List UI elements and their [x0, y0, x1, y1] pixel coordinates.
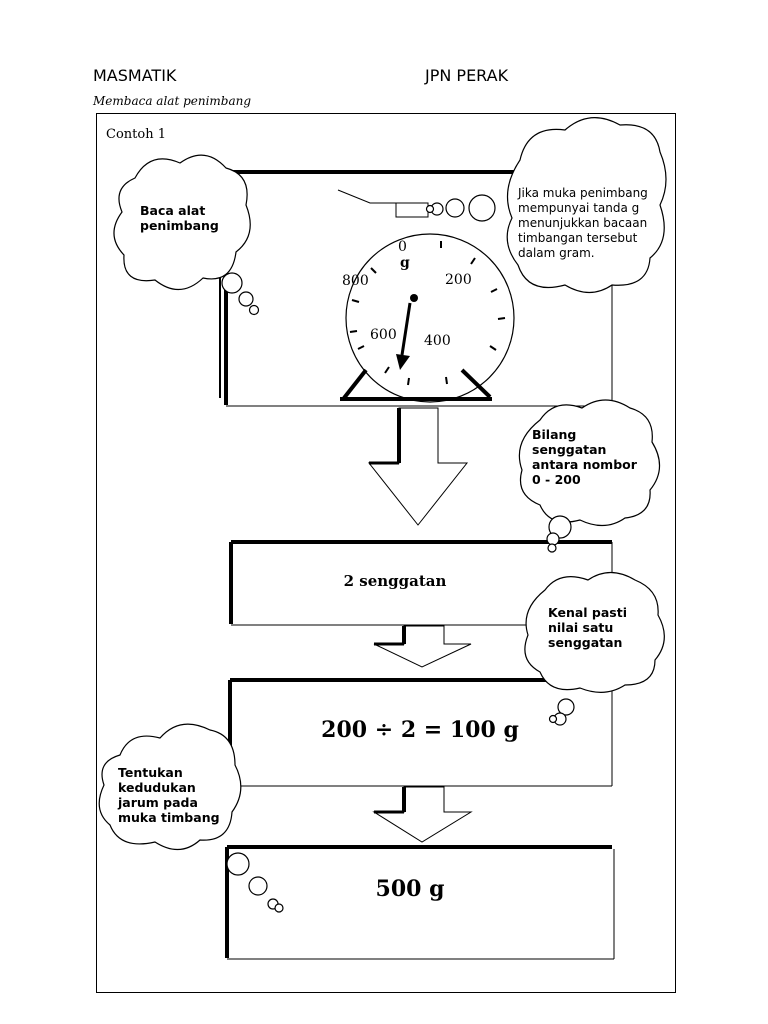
dial-zero: 0	[398, 239, 407, 255]
thought-bubble-count-marks	[518, 399, 661, 553]
bubble-count-marks-text: Bilang senggatan antara nombor 0 - 200	[532, 427, 637, 487]
scale-pan	[337, 189, 429, 218]
header-left: MASMATIK	[93, 66, 177, 85]
thought-bubble-determine-value	[524, 571, 665, 726]
scale-base	[340, 368, 492, 401]
dial-pointer-tip	[396, 354, 410, 370]
subtitle: Membaca alat penimbang	[93, 94, 252, 108]
bubble-unit-note-text: Jika muka penimbang mempunyai tanda g me…	[518, 186, 648, 260]
arrow-down-1	[367, 407, 469, 526]
dial-label-800: 800	[342, 273, 369, 289]
arrow-down-3	[372, 786, 473, 843]
dial-unit: g	[400, 255, 410, 271]
dial-pointer	[400, 302, 412, 356]
thought-bubble-read-scale	[113, 154, 260, 316]
dial-label-600: 600	[370, 327, 397, 343]
answer-box	[225, 845, 615, 960]
example-label: Contoh 1	[106, 127, 166, 142]
thought-bubble-unit-note	[425, 117, 667, 294]
scale-dial: 0 g 200 400 600 800	[342, 233, 515, 403]
step-count-text: 2 senggatan	[343, 572, 447, 590]
step-answer-text: 500 g	[375, 876, 445, 902]
dial-label-400: 400	[424, 333, 451, 349]
bubble-read-scale-text: Baca alat penimbang	[140, 203, 219, 233]
step-calculation-text: 200 ÷ 2 = 100 g	[321, 717, 519, 743]
dial-label-200: 200	[445, 272, 472, 288]
thought-bubble-pointer-position	[98, 723, 284, 913]
header-right: JPN PERAK	[425, 66, 509, 85]
dial-pivot	[410, 294, 418, 302]
example-frame	[96, 113, 676, 993]
arrow-down-2	[373, 625, 472, 668]
bubble-determine-value-text: Kenal pasti nilai satu senggatan	[548, 605, 627, 650]
bubble-pointer-position-text: Tentukan kedudukan jarum pada muka timba…	[118, 765, 220, 825]
